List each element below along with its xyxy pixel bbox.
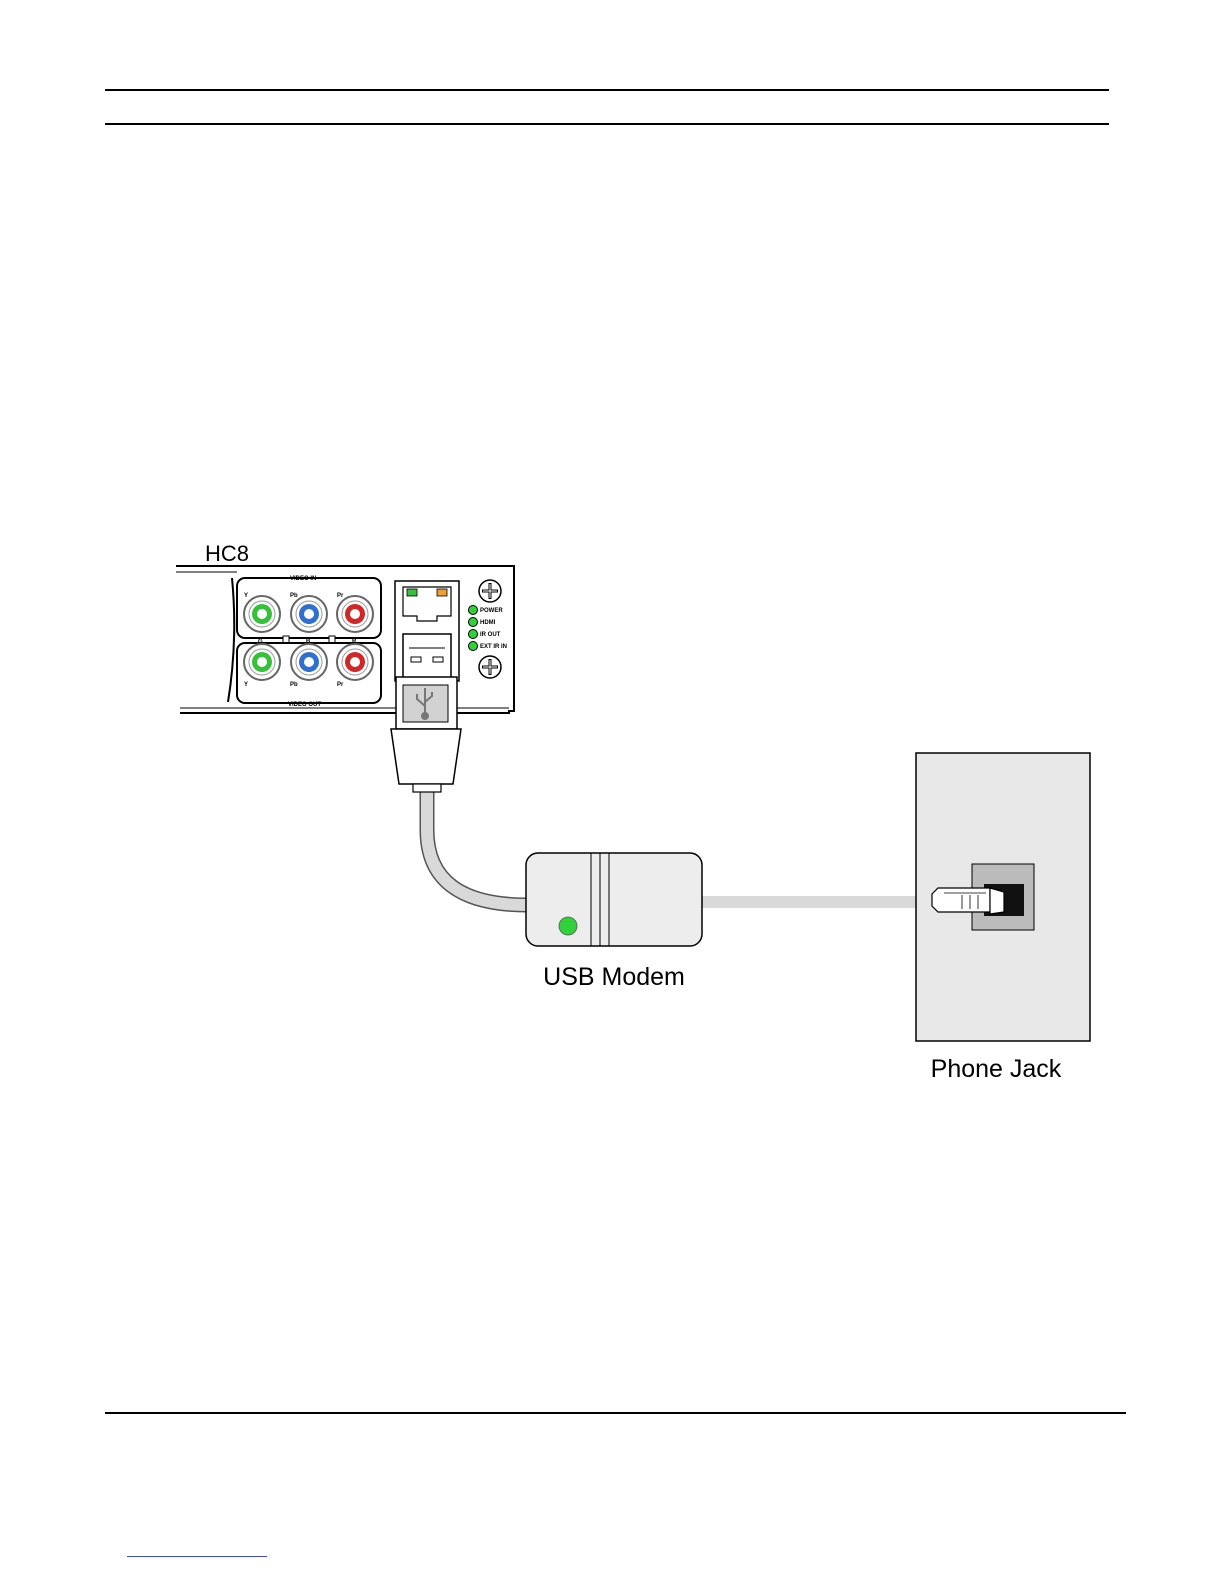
pr-label-top: Pr <box>337 593 344 599</box>
pb-label-bottom: Pb <box>290 682 298 688</box>
hc8-device: HC8 VIDEO IN Y Pb Pr <box>176 541 514 713</box>
pr-label-bottom: Pr <box>337 682 344 688</box>
jack-label: Phone Jack <box>931 1055 1062 1083</box>
device-label: HC8 <box>205 541 249 566</box>
video-out-pr-jack[interactable] <box>337 644 373 680</box>
usb-modem: USB Modem <box>526 853 702 991</box>
pb-label-top: Pb <box>290 593 298 599</box>
video-in-label: VIDEO IN <box>290 576 316 582</box>
modem-status-led <box>559 917 577 935</box>
video-in-y-jack[interactable] <box>244 596 280 632</box>
video-out-group: VIDEO OUT Y Pb Pr <box>237 643 381 708</box>
rj11-plug <box>932 888 1004 914</box>
led-label-hdmi: HDMI <box>480 620 496 626</box>
hdmi-led <box>469 618 478 627</box>
video-out-pb-jack[interactable] <box>291 644 327 680</box>
video-out-label: VIDEO OUT <box>288 702 321 708</box>
video-in-group: VIDEO IN Y Pb Pr <box>237 576 381 638</box>
usb-cable <box>427 790 527 905</box>
led-label-ir-out: IR OUT <box>480 632 501 638</box>
modem-label: USB Modem <box>543 963 685 991</box>
led-label-ext-ir-in: EXT IR IN <box>480 644 507 650</box>
video-out-y-jack[interactable] <box>244 644 280 680</box>
ext-ir-in-led <box>469 642 478 651</box>
led-label-power: POWER <box>480 608 503 614</box>
power-led <box>469 606 478 615</box>
video-in-pb-jack[interactable] <box>291 596 327 632</box>
phone-jack: Phone Jack <box>916 753 1090 1083</box>
y-label-bottom: Y <box>244 682 248 688</box>
screw-icon-top <box>479 580 501 602</box>
ir-out-led <box>469 630 478 639</box>
screw-icon-bottom <box>479 656 501 678</box>
y-label-top: Y <box>244 593 248 599</box>
video-in-pr-jack[interactable] <box>337 596 373 632</box>
